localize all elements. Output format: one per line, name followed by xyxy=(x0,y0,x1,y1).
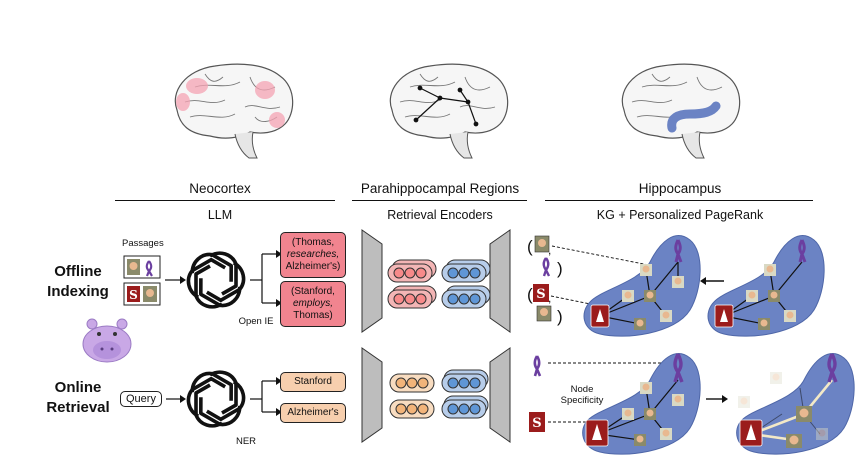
row-label-offline-line1: Offline xyxy=(54,263,102,280)
person-icon xyxy=(796,406,812,422)
brain-hippocampus-icon xyxy=(621,63,741,159)
person-icon xyxy=(640,264,652,276)
row-label-offline-line2: Indexing xyxy=(47,283,109,300)
passage-2-icon: S xyxy=(123,282,161,306)
arrow-right-icon xyxy=(165,276,186,284)
person-icon xyxy=(768,290,780,302)
row-label-online-line1: Online xyxy=(54,379,102,396)
svg-text:,: , xyxy=(548,291,551,305)
person-icon xyxy=(672,394,684,406)
section-divider-hippocampus xyxy=(545,200,813,202)
entity-box-stanford: Stanford xyxy=(280,372,346,392)
arrow-left-icon xyxy=(700,277,724,285)
triple-box-stanford: (Stanford, employs, Thomas) xyxy=(280,281,346,327)
person-icon xyxy=(746,290,758,302)
person-icon xyxy=(816,428,828,440)
stanford-logo-icon xyxy=(590,304,610,328)
passage-1-icon xyxy=(123,255,161,279)
openai-logo-icon xyxy=(186,251,246,309)
person-icon xyxy=(640,382,652,394)
person-icon xyxy=(660,310,672,322)
person-icon xyxy=(534,235,550,253)
triple-box-thomas: (Thomas, researches, Alzheimer's) xyxy=(280,232,346,278)
branch-arrows-offline xyxy=(250,250,282,307)
section-subtitle-kg-pagerank: KG + Personalized PageRank xyxy=(596,208,764,222)
svg-text:S: S xyxy=(536,287,545,302)
branch-arrows-online xyxy=(250,377,282,416)
section-subtitle-llm: LLM xyxy=(207,208,233,222)
row-label-online-line2: Retrieval xyxy=(46,399,110,416)
person-icon xyxy=(738,396,750,408)
node-specificity-label: Node Specificity xyxy=(552,384,612,406)
stanford-logo-icon xyxy=(714,304,734,328)
triple2-line2: employs, xyxy=(292,298,333,309)
person-icon xyxy=(764,264,776,276)
query-box: Query xyxy=(120,391,162,407)
open-ie-label: Open IE xyxy=(238,316,274,327)
stanford-logo-icon: S xyxy=(533,284,549,302)
triple2-line1: (Stanford, xyxy=(291,286,335,297)
triple1-line3: Alzheimer's) xyxy=(285,261,341,272)
person-icon xyxy=(784,310,796,322)
stanford-logo-icon: S xyxy=(529,412,545,432)
svg-text:S: S xyxy=(129,288,138,302)
encoder-online-icon xyxy=(361,347,511,443)
triple1-line2: researches, xyxy=(286,249,340,260)
person-icon xyxy=(660,428,672,440)
svg-text:,: , xyxy=(548,243,551,257)
section-title-hippocampus: Hippocampus xyxy=(638,181,722,196)
section-title-neocortex: Neocortex xyxy=(189,181,251,196)
person-icon xyxy=(758,318,770,330)
person-icon xyxy=(634,434,646,446)
person-icon xyxy=(672,276,684,288)
section-divider-parahippocampal xyxy=(352,200,527,202)
person-icon xyxy=(634,318,646,330)
svg-text:(: ( xyxy=(527,285,533,304)
passages-label: Passages xyxy=(122,238,164,249)
triple2-line3: Thomas) xyxy=(293,310,333,321)
svg-text:S: S xyxy=(532,416,541,431)
person-icon xyxy=(644,408,656,420)
person-icon xyxy=(786,434,802,448)
stanford-logo-icon xyxy=(585,419,609,447)
section-subtitle-retrieval-encoders: Retrieval Encoders xyxy=(387,208,493,222)
openai-logo-icon xyxy=(186,370,246,428)
arrow-right-icon xyxy=(166,395,186,403)
svg-text:): ) xyxy=(557,307,563,326)
row-label-online-retrieval: Online Retrieval xyxy=(38,378,118,418)
node-specificity-line1: Node xyxy=(570,384,594,395)
person-icon xyxy=(770,372,782,384)
ner-label: NER xyxy=(235,436,257,447)
kg-graph-offline-icon: ( ) ( ) , , S xyxy=(527,235,825,337)
arrow-right-icon xyxy=(706,395,728,403)
svg-text:(: ( xyxy=(527,237,533,256)
person-icon xyxy=(622,408,634,420)
encoder-offline-icon xyxy=(361,229,511,333)
stanford-logo-icon xyxy=(739,419,763,447)
brain-parahippocampal-icon xyxy=(389,63,509,159)
entity-box-alzheimers: Alzheimer's xyxy=(280,403,346,423)
section-divider-neocortex xyxy=(115,200,335,202)
section-title-parahippocampal: Parahippocampal Regions xyxy=(360,181,520,196)
brain-neocortex-icon xyxy=(174,63,294,159)
row-label-offline-indexing: Offline Indexing xyxy=(38,262,118,302)
person-icon xyxy=(536,305,552,322)
node-specificity-line2: Specificity xyxy=(560,395,604,406)
person-icon xyxy=(644,290,656,302)
person-icon xyxy=(622,290,634,302)
triple1-line1: (Thomas, xyxy=(291,237,335,248)
svg-text:): ) xyxy=(557,259,563,278)
kg-graph-online-icon: S xyxy=(529,353,855,455)
hippo-mascot-icon xyxy=(82,318,132,363)
